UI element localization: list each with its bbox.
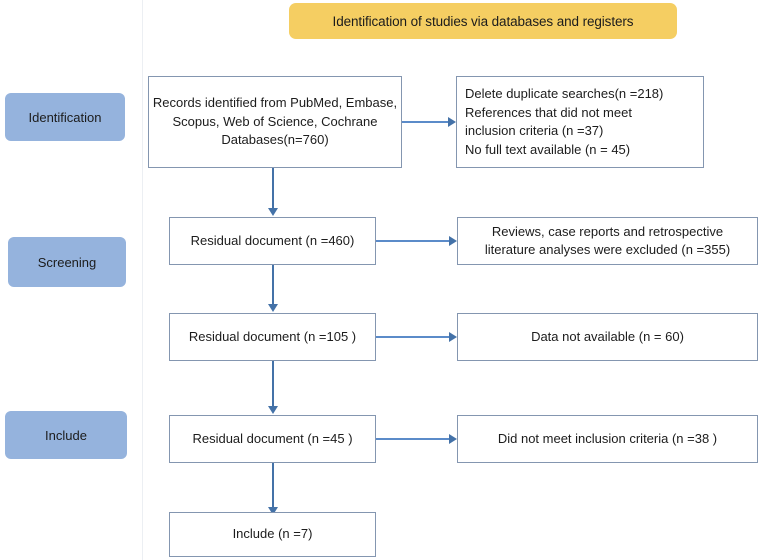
excluded-line-1: Reviews, case reports and retrospective: [491, 223, 724, 239]
connector-residual45-to-include: [272, 463, 274, 509]
arrowhead-right: [449, 434, 457, 444]
node-did-not-meet-criteria: Did not meet inclusion criteria (n =38 ): [457, 415, 758, 463]
diagram-title-banner: Identification of studies via databases …: [289, 3, 677, 39]
arrowhead-right: [449, 332, 457, 342]
connector-residual45-to-excluded: [376, 438, 449, 440]
node-excluded-reviews-label: Reviews, case reports and retrospective …: [485, 223, 730, 260]
node-records-identified-label: Records identified from PubMed, Embase, …: [152, 95, 398, 148]
excluded-line-4: No full text available (n = 45): [465, 141, 631, 157]
stage-label-screening: Screening: [8, 237, 126, 287]
node-excluded-identification: Delete duplicate searches(n =218) Refere…: [456, 76, 704, 168]
arrowhead-down: [268, 304, 278, 312]
node-include-7-label: Include (n =7): [232, 526, 313, 542]
stage-label-text: Screening: [37, 254, 97, 270]
node-records-identified: Records identified from PubMed, Embase, …: [148, 76, 402, 168]
connector-residual460-to-excluded: [376, 240, 449, 242]
excluded-line-2: literature analyses were excluded (n =35…: [484, 242, 731, 257]
node-data-not-available: Data not available (n = 60): [457, 313, 758, 361]
node-residual-45: Residual document (n =45 ): [169, 415, 376, 463]
node-data-not-available-label: Data not available (n = 60): [531, 328, 684, 344]
node-residual-460-label: Residual document (n =460): [190, 232, 355, 248]
node-residual-105: Residual document (n =105 ): [169, 313, 376, 361]
arrowhead-down: [268, 507, 278, 515]
stage-label-text: Identification: [28, 109, 102, 125]
excluded-line-2: References that did not meet: [465, 104, 632, 120]
arrowhead-right: [448, 117, 456, 127]
node-include-7: Include (n =7): [169, 512, 376, 557]
connector-identified-to-excluded: [402, 121, 448, 123]
connector-residual460-to-residual105: [272, 265, 274, 306]
node-excluded-identification-label: Delete duplicate searches(n =218) Refere…: [457, 85, 663, 159]
stage-label-identification: Identification: [5, 93, 125, 141]
stage-label-include: Include: [5, 411, 127, 459]
node-residual-105-label: Residual document (n =105 ): [188, 328, 357, 344]
excluded-line-1: Delete duplicate searches(n =218): [465, 86, 664, 101]
connector-identified-to-residual460: [272, 168, 274, 210]
page-margin-rule: [142, 0, 143, 560]
arrowhead-down: [268, 208, 278, 216]
diagram-title: Identification of studies via databases …: [332, 13, 634, 29]
node-residual-460: Residual document (n =460): [169, 217, 376, 265]
node-did-not-meet-criteria-label: Did not meet inclusion criteria (n =38 ): [497, 430, 718, 446]
connector-residual105-to-excluded: [376, 336, 449, 338]
stage-label-text: Include: [45, 427, 87, 443]
node-residual-45-label: Residual document (n =45 ): [192, 430, 353, 446]
arrowhead-down: [268, 406, 278, 414]
arrowhead-right: [449, 236, 457, 246]
node-excluded-reviews: Reviews, case reports and retrospective …: [457, 217, 758, 265]
excluded-line-3: inclusion criteria (n =37): [465, 123, 604, 138]
connector-residual105-to-residual45: [272, 361, 274, 408]
